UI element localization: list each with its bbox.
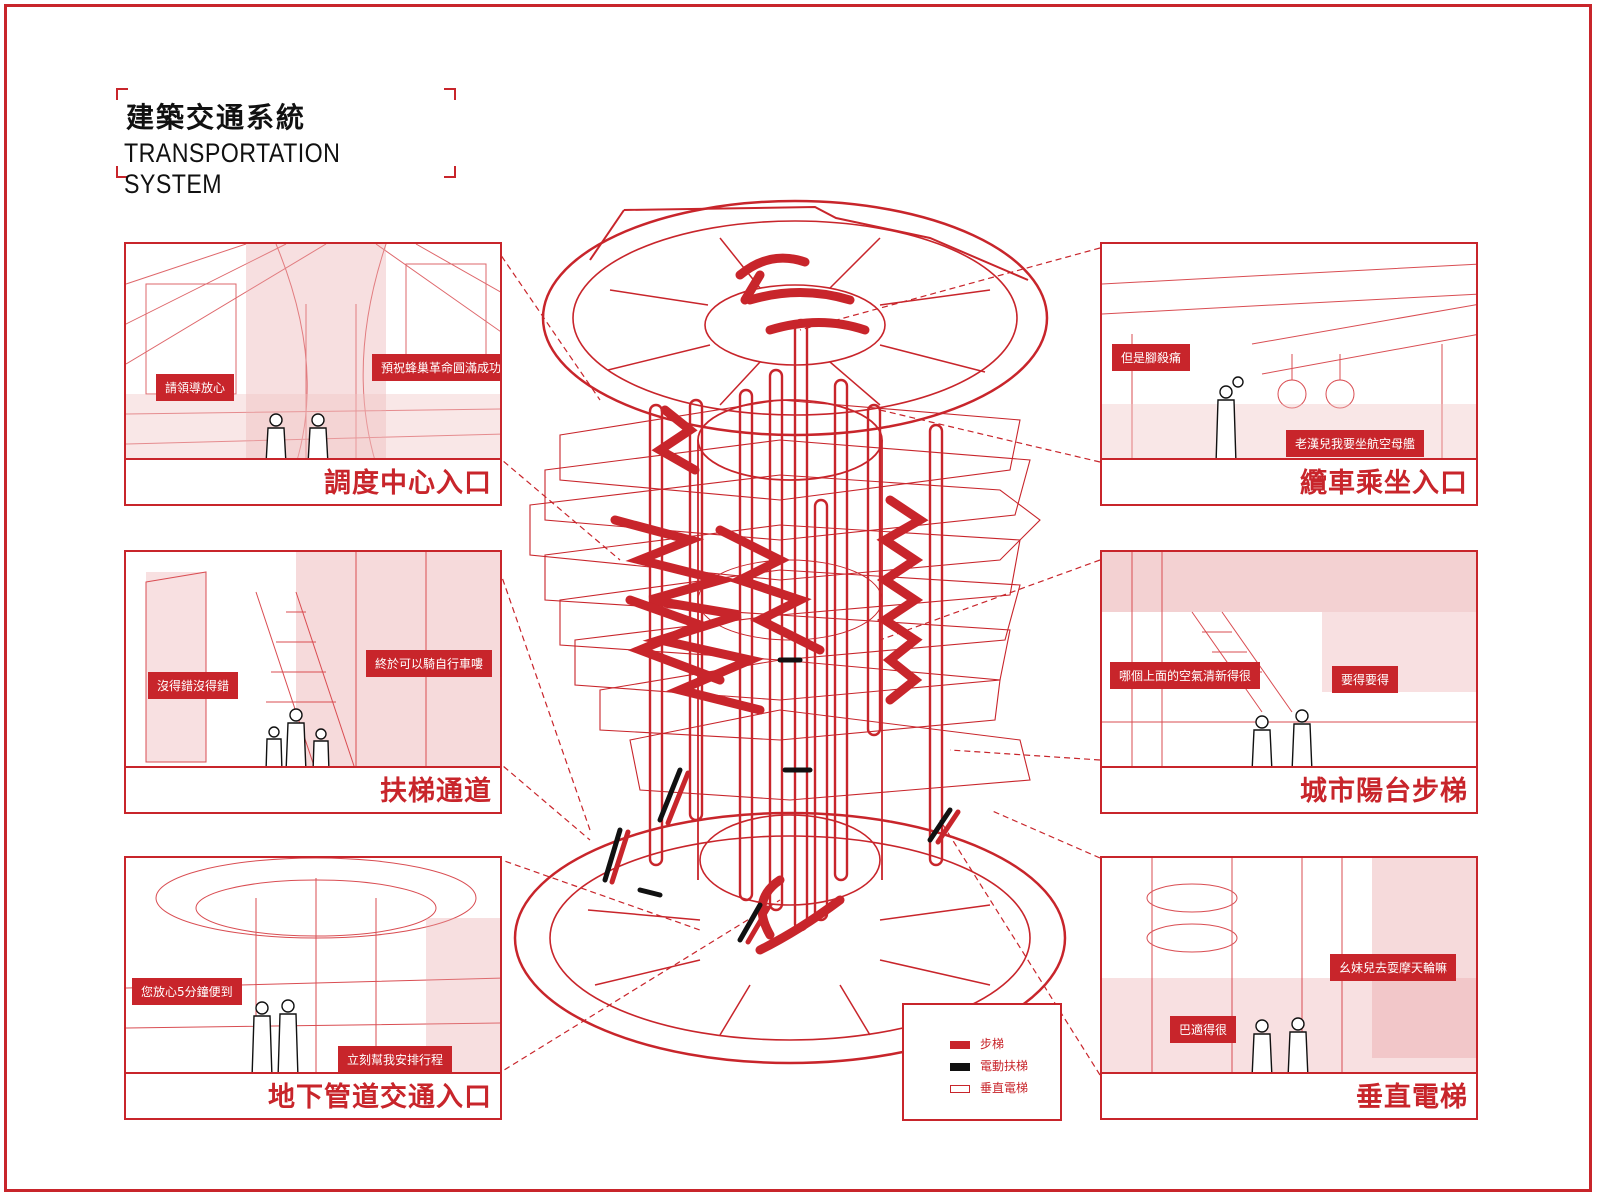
title-english: TRANSPORTATION SYSTEM [124,138,341,199]
bracket [444,166,456,178]
speech-bubble: 老漢兒我要坐航空母艦 [1286,430,1425,457]
label-strip: 調度中心入口 [126,458,500,504]
legend-swatch-stairs [950,1041,970,1049]
legend-swatch-escalator [950,1063,970,1071]
panel-label: 垂直電梯 [1356,1082,1468,1113]
speech-bubble: 終於可以騎自行車嘍 [366,650,493,677]
label-strip: 城市陽台步梯 [1102,766,1476,812]
speech-bubble: 哪個上面的空氣清新得很 [1110,662,1261,689]
panel-label: 城市陽台步梯 [1300,776,1468,807]
panel-vertical-elevator: 幺妹兒去耍摩天輪嘛 巴適得很 垂直電梯 [1100,856,1478,1120]
bracket [116,166,128,178]
speech-bubble: 巴適得很 [1170,1016,1237,1043]
speech-bubble: 沒得錯沒得錯 [148,672,239,699]
legend: 步梯 電動扶梯 垂直電梯 [902,1003,1062,1121]
panel-label: 調度中心入口 [324,468,492,499]
stairs [610,253,929,955]
panel-escalator-passage: 沒得錯沒得錯 終於可以騎自行車嘍 扶梯通道 [124,550,502,814]
panel-label: 纜車乘坐入口 [1300,468,1468,499]
panel-cable-car-entrance: 但是腳殺痛 老漢兒我要坐航空母艦 纜車乘坐入口 [1100,242,1478,506]
dispatch-illustration [126,244,500,465]
leader-lines [495,247,1101,1076]
legend-label: 電動扶梯 [980,1059,1029,1073]
title-block: 建築交通系統 TRANSPORTATION SYSTEM [116,88,456,199]
top-disc [541,199,1049,437]
panel-label: 地下管道交通入口 [268,1082,492,1113]
speech-bubble: 預祝蜂巢革命圓滿成功 [372,354,500,381]
escalators [602,657,961,945]
bracket [116,88,128,100]
label-strip: 地下管道交通入口 [126,1072,500,1118]
label-strip: 垂直電梯 [1102,1072,1476,1118]
bottom-disc [513,811,1067,1065]
legend-label: 垂直電梯 [980,1081,1029,1095]
panel-city-terrace-stairs: 哪個上面的空氣清新得很 要得要得 城市陽台步梯 [1100,550,1478,814]
panel-dispatch-center: 請領導放心 預祝蜂巢革命圓滿成功 調度中心入口 [124,242,502,506]
elevator-illustration [1102,858,1476,1079]
speech-bubble: 要得要得 [1332,666,1399,693]
bracket [444,88,456,100]
speech-bubble: 但是腳殺痛 [1112,344,1191,371]
floor-plates [529,399,1041,801]
speech-bubble: 立刻幫我安排行程 [338,1046,453,1073]
legend-label: 步梯 [980,1037,1005,1051]
label-strip: 纜車乘坐入口 [1102,458,1476,504]
speech-bubble: 幺妹兒去耍摩天輪嘛 [1330,954,1457,981]
label-strip: 扶梯通道 [126,766,500,812]
title-chinese: 建築交通系統 [126,101,307,134]
speech-bubble: 您放心5分鐘便到 [132,978,242,1005]
panel-label: 扶梯通道 [380,776,492,807]
legend-swatch-elevator [950,1085,970,1093]
terrace-illustration [1102,552,1476,773]
page-frame [4,4,1592,1192]
speech-bubble: 請領導放心 [156,374,235,401]
panel-underground-entrance: 您放心5分鐘便到 立刻幫我安排行程 地下管道交通入口 [124,856,502,1120]
